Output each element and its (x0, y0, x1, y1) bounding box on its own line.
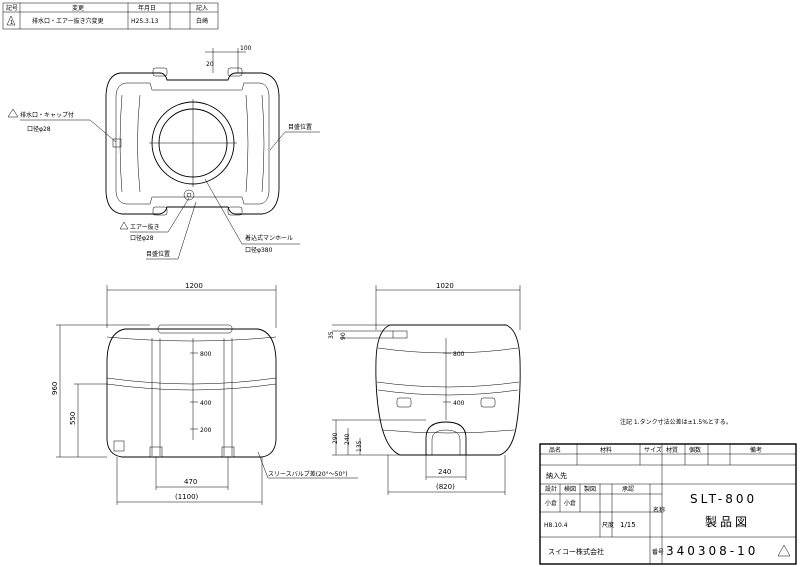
tb-delivery: 納入先 (546, 471, 567, 480)
rev-header-date: 年月日 (138, 4, 156, 12)
front-dim-1100: (1100) (175, 493, 199, 501)
rev-date: H25.3.13 (131, 18, 159, 25)
tb-h-qty: 材質 (666, 446, 678, 454)
rev-desc: 排水口・エアー抜き穴変更 (32, 17, 104, 25)
tb-drawing-type: 製品図 (705, 515, 750, 529)
tb-designer: 小倉 (545, 499, 557, 507)
title-block: 品名 材料 サイズ 材質 個数 備考 納入先 設計 検図 製図 承認 小倉 小倉… (539, 443, 797, 565)
front-dim-960: 960 (51, 382, 59, 395)
tb-product: SLT-800 (690, 492, 757, 506)
rev-header-by: 記入 (196, 4, 208, 12)
side-scale-800: 800 (453, 351, 465, 358)
rev-header-mark: 記号 (6, 4, 18, 12)
tb-scale-label: 尺度 (602, 521, 614, 529)
front-scale-800: 800 (200, 351, 212, 358)
label-level2: 目盛位置 (146, 250, 170, 258)
side-dim-35: 35 (328, 331, 335, 339)
front-view: 800 400 200 1200 960 550 470 (1100) スリース… (51, 282, 358, 505)
tb-approve: 承認 (622, 485, 634, 493)
front-scale-200: 200 (200, 427, 212, 434)
rev-header-change: 変更 (72, 4, 84, 12)
tb-checker: 小倉 (564, 499, 576, 507)
tb-drawing-no: 340308-10 (666, 544, 758, 558)
label-level: 目盛位置 (288, 123, 312, 131)
side-dim-820: (820) (436, 483, 455, 491)
side-dim-90: 90 (340, 332, 347, 340)
tb-draw: 製図 (584, 485, 596, 493)
revision-triangle-icon-3 (119, 221, 129, 230)
tb-scale: 1/15 (620, 521, 636, 529)
side-view: 800 400 1020 35 90 290 240 135 240 (820) (328, 282, 521, 495)
drain-port (112, 138, 122, 148)
top-dim-100: 100 (240, 45, 252, 52)
rev-mark: 1 (10, 20, 13, 26)
tb-company: スイコー株式会社 (548, 547, 604, 556)
top-view: 100 20 排水口・キャップ付 口径φ28 目盛位置 エアー抜き 口径φ28 … (7, 45, 320, 260)
side-dim-290: 290 (332, 432, 339, 444)
revision-triangle-icon-2 (7, 108, 19, 118)
top-dim-20: 20 (206, 61, 214, 68)
front-dim-550: 550 (69, 412, 77, 425)
front-scale-400: 400 (200, 400, 212, 407)
side-dim-1020: 1020 (436, 282, 454, 290)
tb-h-size: サイズ (644, 446, 662, 454)
side-scale-400: 400 (453, 400, 465, 407)
tb-name-label: 名称 (653, 506, 665, 514)
revision-table: 記号 変更 年月日 記入 1 排水口・エアー抜き穴変更 H25.3.13 白崎 (2, 2, 219, 30)
tb-h-name: 品名 (549, 446, 561, 454)
front-dim-1200: 1200 (185, 282, 203, 290)
tb-h-material: 材料 (600, 446, 612, 454)
side-dim-135: 135 (356, 440, 363, 452)
tb-number-label: 番号 (652, 549, 664, 556)
tb-h-count: 個数 (689, 446, 701, 454)
side-dim-240h: 240 (438, 468, 451, 476)
rev-by: 白崎 (196, 17, 208, 25)
label-manhole: 着込式マンホール (245, 234, 293, 242)
tb-design: 設計 (545, 485, 557, 493)
tb-check: 検図 (564, 485, 576, 493)
air-vent (183, 189, 195, 201)
note-valve: スリースバルブ差(20°〜50°) (268, 470, 348, 478)
general-note: 注記 1.タンク寸法公差は±1.5%とする。 (620, 418, 732, 426)
label-drain: 排水口・キャップ付 (20, 111, 74, 119)
label-air: エアー抜き (130, 223, 160, 231)
tb-h-remark: 備考 (750, 446, 762, 454)
label-manhole-dia: 口径φ380 (245, 246, 273, 254)
revision-triangle-icon (6, 15, 16, 26)
side-dim-240v: 240 (344, 433, 351, 445)
front-dim-470: 470 (184, 478, 197, 486)
label-drain-dia: 口径φ28 (27, 125, 51, 133)
revision-triangle-icon-4 (777, 544, 791, 557)
label-air-dia: 口径φ28 (130, 234, 154, 242)
tb-date: H8.10.4 (544, 522, 568, 529)
